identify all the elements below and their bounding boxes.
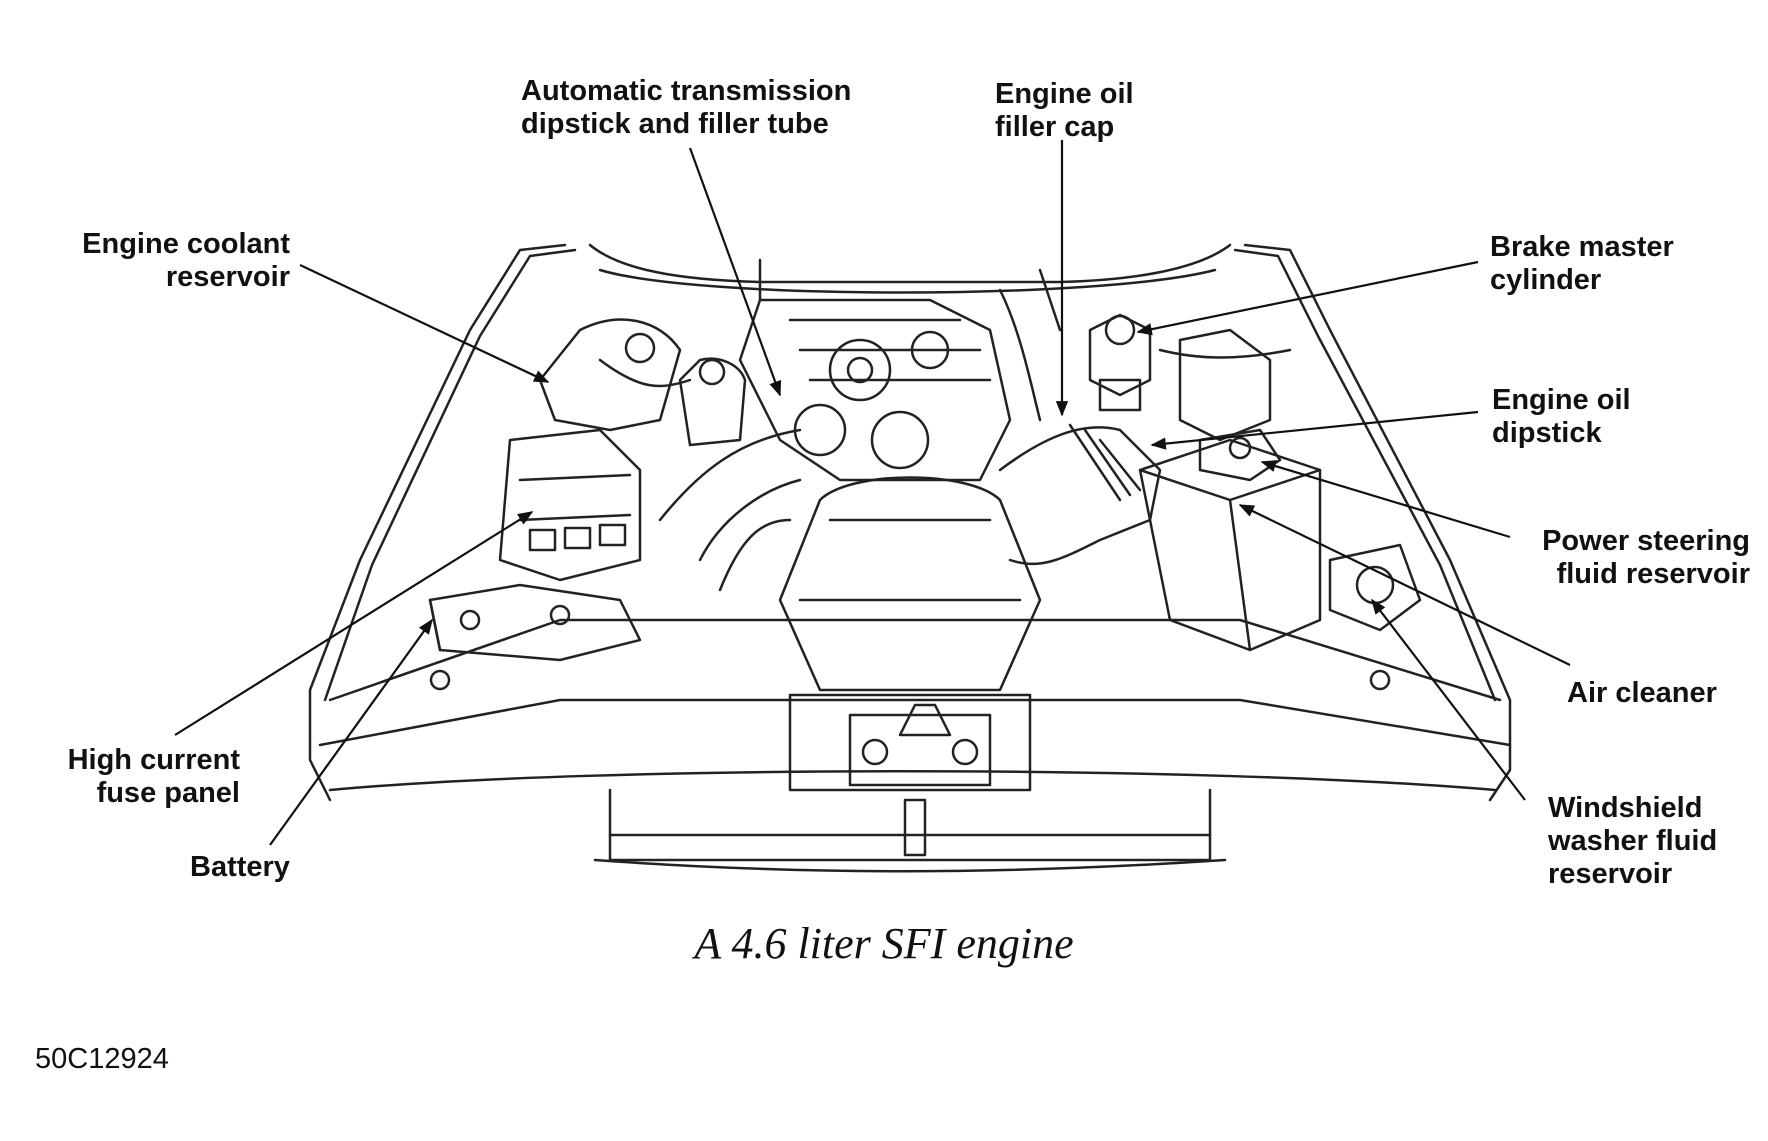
air-intake-duct [998, 426, 1162, 566]
radiator-support [328, 618, 1502, 702]
label-battery: Battery [190, 851, 290, 883]
leader-battery [269, 618, 433, 846]
hood-latch [788, 693, 1032, 792]
front-bumper [608, 788, 1212, 862]
coolant-reservoir [538, 318, 682, 432]
figure-code: 50C12924 [35, 1043, 169, 1075]
left-fender [308, 243, 567, 802]
label-air-cleaner: Air cleaner [1567, 677, 1717, 709]
leader-fuse [174, 511, 534, 736]
engine-block [738, 298, 1012, 482]
leader-oil-dipstick [1150, 410, 1479, 450]
leader-washer [1371, 598, 1526, 801]
figure-caption: A 4.6 liter SFI engine [694, 919, 1074, 968]
leader-power-steering [1260, 460, 1511, 539]
leader-auto-trans [688, 147, 782, 397]
right-fender [1243, 243, 1512, 802]
air-cleaner-box [1138, 438, 1322, 652]
leader-air-cleaner [1238, 504, 1571, 666]
fuse-panel [498, 428, 642, 582]
cowl [588, 243, 1232, 284]
leader-coolant [299, 264, 550, 383]
intake-plenum [778, 476, 1042, 692]
washer-reservoir [1328, 543, 1422, 632]
leader-brake [1136, 260, 1479, 336]
